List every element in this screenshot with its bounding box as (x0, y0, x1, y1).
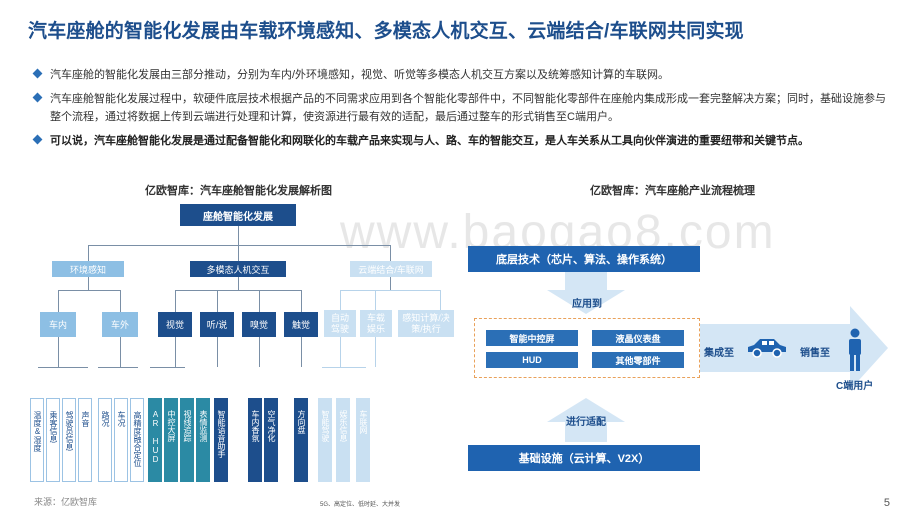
leaf: 车联网 (356, 398, 370, 482)
leaf: 高精度融合定位 (130, 398, 144, 482)
bottom-tech-band: 底层技术（芯片、算法、操作系统） (468, 246, 700, 272)
diamond-icon (32, 68, 43, 79)
leaf: 方向盘 (294, 398, 308, 482)
leaf: 乘客信息 (46, 398, 60, 482)
node-touch: 触觉 (284, 312, 318, 337)
leaf: 车内香氛 (248, 398, 262, 482)
bullet-item: 可以说，汽车座舱智能化发展是通过配备智能化和网联化的车载产品来实现与人、路、车的… (32, 132, 894, 150)
car-icon (748, 339, 786, 358)
leaf: 驾驶员信息 (62, 398, 76, 482)
right-diagram-title: 亿欧智库：汽车座舱产业流程梳理 (590, 185, 755, 197)
leaf: 温度&湿度 (30, 398, 44, 482)
leaf: 中控大屏 (164, 398, 178, 482)
part-item: HUD (486, 352, 578, 368)
source-note: 来源：亿欧智库 (34, 497, 98, 507)
left-diagram-title: 亿欧智库：汽车座舱智能化发展解析图 (145, 185, 332, 197)
node-entertainment: 车载娱乐 (360, 310, 392, 337)
leaf: 表情监测 (196, 398, 210, 482)
part-item: 液晶仪表盘 (592, 330, 684, 346)
page-title: 汽车座舱的智能化发展由车载环境感知、多模态人机交互、云端结合/车联网共同实现 (28, 21, 744, 42)
root-node: 座舱智能化发展 (180, 204, 296, 226)
leaf: 车况 (114, 398, 128, 482)
leaf: 智能驾驶 (318, 398, 332, 482)
node-smell: 嗅觉 (242, 312, 276, 337)
bullet-item: 汽车座舱的智能化发展由三部分推动，分别为车内/外环境感知，视觉、听觉等多模态人机… (32, 66, 894, 84)
page-number: 5 (883, 497, 890, 509)
parts-group (474, 318, 700, 378)
bullet-item: 汽车座舱智能化发展过程中，软硬件底层技术根据产品的不同需求应用到各个智能化零部件… (32, 90, 894, 126)
diamond-icon (32, 92, 43, 103)
bullet-text: 汽车座舱的智能化发展由三部分推动，分别为车内/外环境感知，视觉、听觉等多模态人机… (50, 69, 670, 81)
sell-label: 销售至 (800, 348, 830, 359)
node-multimodal: 多模态人机交互 (190, 261, 286, 277)
infra-band: 基础设施（云计算、V2X） (468, 445, 700, 471)
leaf: 娱乐信息 (336, 398, 350, 482)
leaf: 空气净化 (264, 398, 278, 482)
node-autodrive: 自动驾驶 (324, 310, 356, 337)
footnote: 5G、高定位、低时延、大并发 (320, 502, 401, 508)
right-arrow-icon (700, 306, 888, 390)
up-arrow-icon (547, 398, 625, 442)
leaf: 声音 (78, 398, 92, 482)
adapt-label: 进行适配 (566, 417, 606, 428)
part-item: 智能中控屏 (486, 330, 578, 346)
bullet-text: 汽车座舱智能化发展过程中，软硬件底层技术根据产品的不同需求应用到各个智能化零部件… (50, 93, 886, 123)
leaf: 路况 (98, 398, 112, 482)
integrate-label: 集成至 (704, 348, 734, 359)
node-compute: 感知计算/决策/执行 (398, 310, 454, 337)
leaf: 视线追踪 (180, 398, 194, 482)
diamond-icon (32, 134, 43, 145)
down-arrow-icon (547, 272, 625, 314)
user-label: C端用户 (836, 381, 874, 392)
bullet-text: 可以说，汽车座舱智能化发展是通过配备智能化和网联化的车载产品来实现与人、路、车的… (50, 135, 809, 147)
leaf: 智能语音助手 (214, 398, 228, 482)
node-hear: 听/说 (200, 312, 234, 337)
node-environment: 环境感知 (52, 261, 124, 277)
apply-label: 应用到 (572, 299, 602, 310)
part-item: 其他零部件 (592, 352, 684, 368)
bullet-list: 汽车座舱的智能化发展由三部分推动，分别为车内/外环境感知，视觉、听觉等多模态人机… (32, 66, 894, 156)
node-in-car: 车内 (40, 312, 76, 337)
leaf: AR HUD (148, 398, 162, 482)
node-vision: 视觉 (158, 312, 192, 337)
node-cloud: 云端结合/车联网 (350, 261, 432, 277)
person-icon (849, 328, 861, 371)
node-out-car: 车外 (102, 312, 138, 337)
